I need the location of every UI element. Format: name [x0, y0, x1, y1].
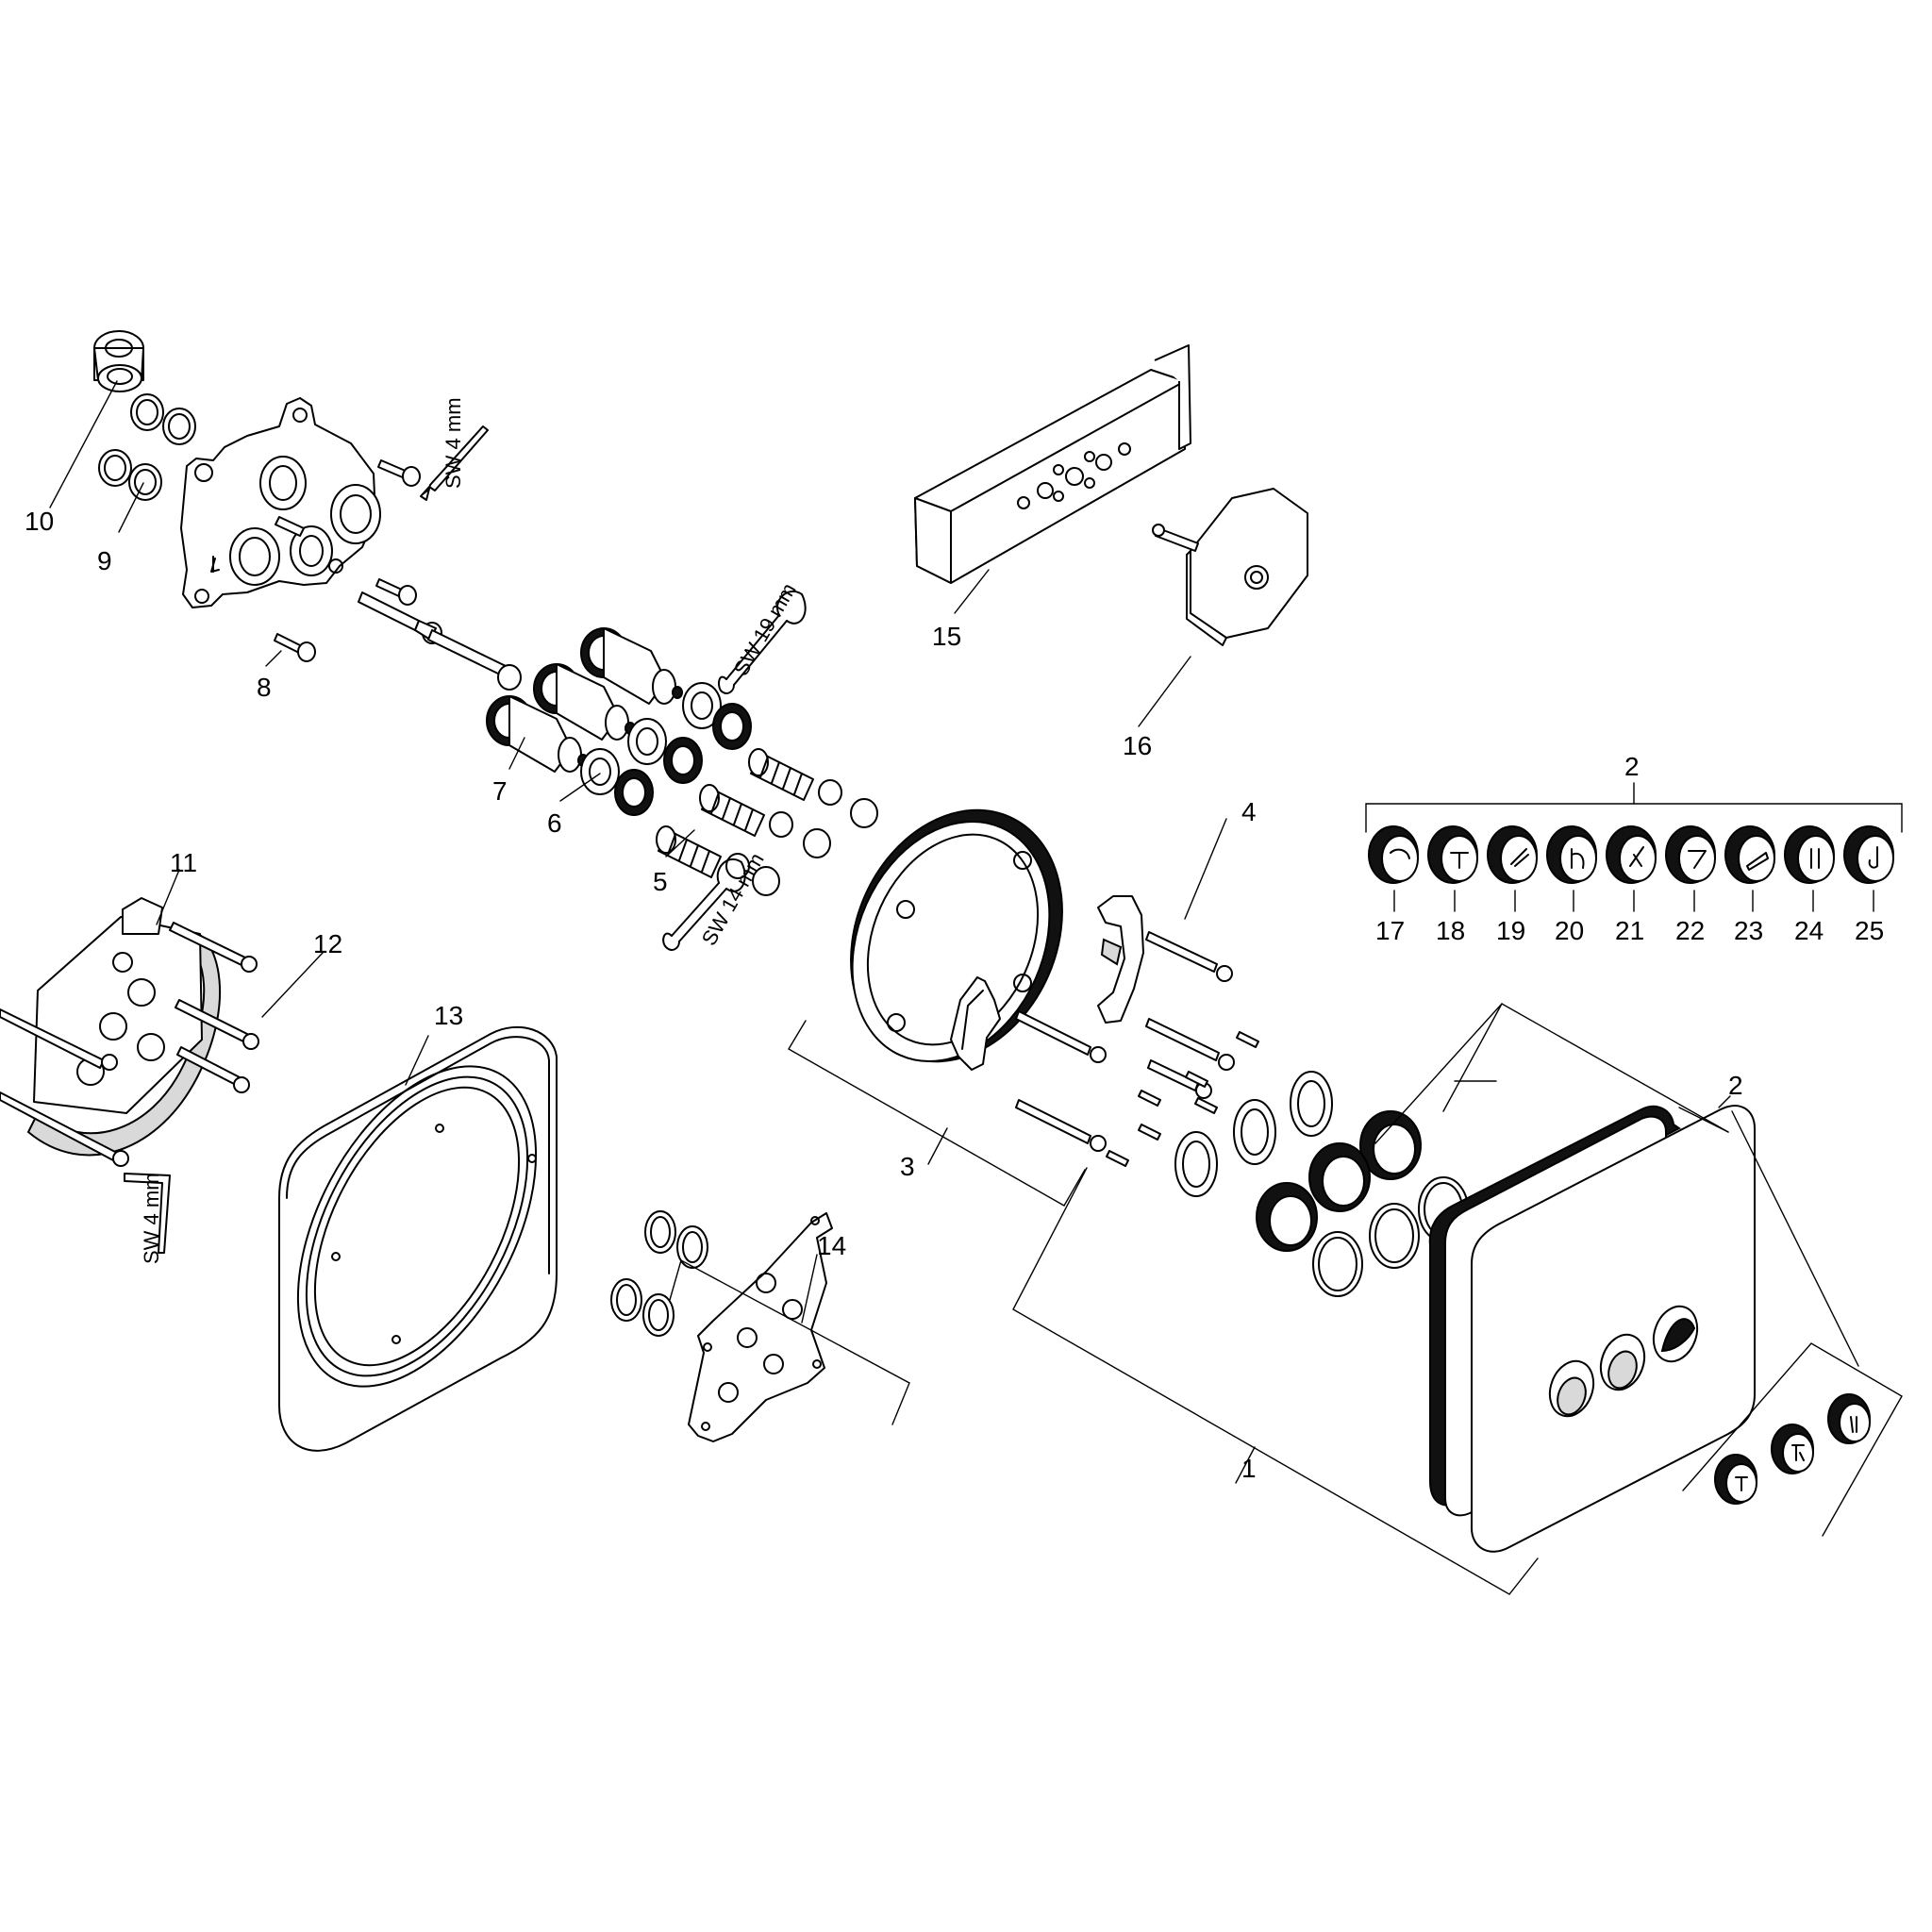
connection-rod: [358, 591, 522, 691]
callout-25: 25: [1855, 916, 1884, 945]
clamp-rings: [1174, 1071, 1333, 1197]
part-5-adapters: [656, 748, 878, 896]
button-20: [1546, 825, 1597, 884]
cartridge-middle: [533, 663, 636, 741]
button-24: [1784, 825, 1835, 884]
part-3-ring: [850, 808, 1063, 1071]
part-14-plate: [610, 1210, 833, 1442]
wrench-14: [662, 858, 746, 951]
callout-24: 24: [1794, 916, 1824, 945]
hex-key-top: [420, 425, 489, 501]
part-16-octagon-cover: [1152, 488, 1308, 646]
part-9-o-rings: [98, 393, 196, 501]
callout-2-right: 2: [1728, 1071, 1743, 1100]
callout-3: 3: [900, 1152, 915, 1181]
callout-2-top: 2: [1624, 752, 1640, 781]
part-12-rods: [0, 922, 259, 1167]
button-21: [1606, 825, 1657, 884]
callout-8: 8: [257, 673, 272, 702]
callout-1: 1: [1241, 1454, 1257, 1483]
part-8-screw: [274, 633, 316, 662]
valve-body: [180, 397, 381, 608]
callout-23: 23: [1734, 916, 1763, 945]
callout-16: 16: [1123, 731, 1152, 760]
part-15-bracket: [914, 344, 1191, 584]
callout-13: 13: [434, 1001, 463, 1030]
hex-key-bottom: [124, 1173, 171, 1254]
part-6-nuts: [580, 682, 722, 795]
part-10-sleeve: [93, 330, 144, 392]
wrench-19: [718, 590, 807, 694]
callout-6: 6: [547, 808, 562, 838]
part-13-frame: [278, 1025, 558, 1452]
callout-7: 7: [492, 776, 508, 806]
callout-12: 12: [313, 929, 342, 958]
callout-4: 4: [1241, 797, 1257, 826]
callout-9: 9: [97, 546, 112, 575]
callout-18: 18: [1436, 916, 1465, 945]
springs: [614, 703, 752, 816]
callout-14: 14: [817, 1231, 846, 1260]
callout-5: 5: [653, 867, 668, 896]
callout-22: 22: [1675, 916, 1705, 945]
part-4-screws: [1015, 931, 1259, 1167]
button-18: [1427, 825, 1478, 884]
button-17: [1368, 825, 1419, 884]
part-1-cover-plate: [1428, 1105, 1756, 1553]
callout-21: 21: [1615, 916, 1644, 945]
hex-key-top-label: SW 4 mm: [441, 397, 465, 489]
screw-top-1: [377, 459, 421, 487]
button-25: [1843, 825, 1894, 884]
part-11-backplate: [26, 897, 222, 1157]
clip-bracket: [1097, 895, 1144, 1024]
part-7-cartridge: [486, 695, 589, 773]
part-2-buttons-lower: [1714, 1393, 1871, 1505]
callout-19: 19: [1496, 916, 1525, 945]
button-19: [1487, 825, 1538, 884]
screw-mid: [375, 578, 417, 606]
button-23: [1724, 825, 1775, 884]
knurled-nuts: [1256, 1110, 1422, 1252]
wrench-19-label: SW 19 mm: [729, 579, 801, 680]
callout-10: 10: [25, 507, 54, 536]
hex-key-bottom-label: SW 4 mm: [140, 1173, 163, 1264]
callout-17: 17: [1375, 916, 1405, 945]
callout-11: 11: [170, 848, 197, 877]
cartridge-upper: [580, 627, 683, 705]
callout-15: 15: [932, 622, 961, 651]
callout-20: 20: [1555, 916, 1584, 945]
button-22: [1665, 825, 1716, 884]
leader-lines: [49, 380, 1903, 1595]
